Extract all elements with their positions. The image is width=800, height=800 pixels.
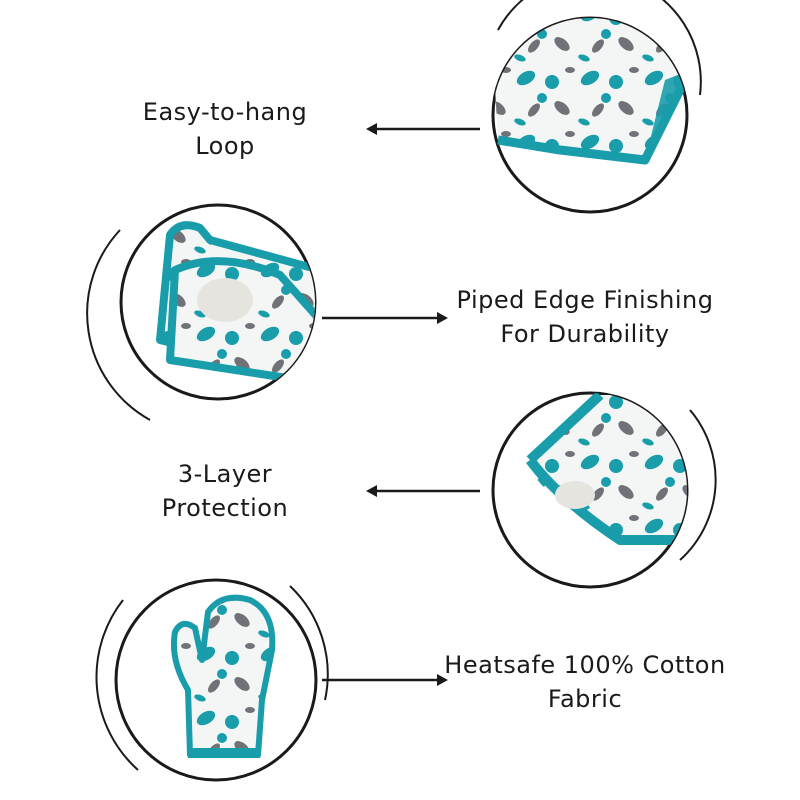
arrow-right-4 xyxy=(322,674,448,686)
feature-line: Loop xyxy=(195,132,255,160)
feature-line: Easy-to-hang xyxy=(142,98,308,126)
feature-line: Heatsafe 100% Cotton xyxy=(444,651,726,679)
piped-edge-closeup-image xyxy=(86,203,317,421)
feature-label-loop: Easy-to-hang Loop xyxy=(100,95,350,163)
arrow-left-3 xyxy=(366,485,480,497)
layer-protection-closeup-image xyxy=(491,391,717,589)
feature-line: Piped Edge Finishing xyxy=(456,286,714,314)
cotton-mitt-image xyxy=(95,578,329,782)
loop-closeup-image xyxy=(491,0,702,214)
feature-line: Protection xyxy=(161,494,289,522)
feature-line: For Durability xyxy=(500,320,670,348)
feature-label-layer-protection: 3-Layer Protection xyxy=(110,457,340,525)
feature-label-piped-edge: Piped Edge Finishing For Durability xyxy=(430,283,740,351)
feature-line: Fabric xyxy=(547,685,623,713)
arrow-right-2 xyxy=(322,312,448,324)
feature-line: 3-Layer xyxy=(177,460,273,488)
feature-label-cotton-fabric: Heatsafe 100% Cotton Fabric xyxy=(430,648,740,716)
arrow-left-1 xyxy=(366,123,480,135)
